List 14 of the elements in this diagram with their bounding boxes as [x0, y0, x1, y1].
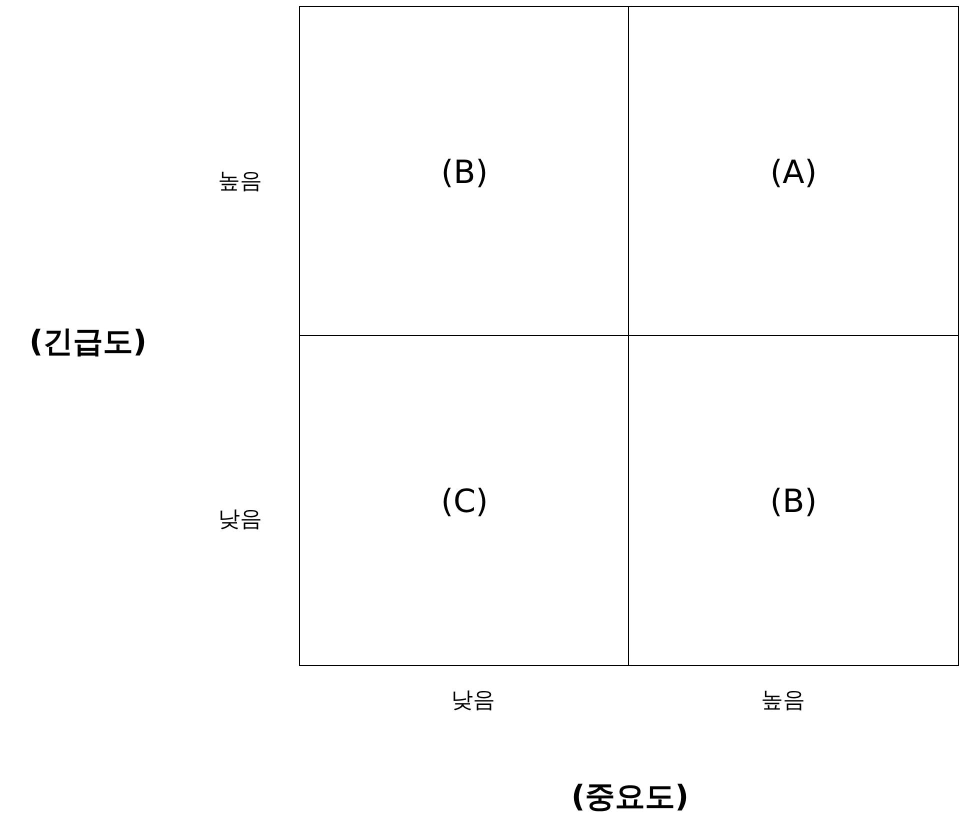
axis-title: (긴급도) — [29, 324, 147, 362]
axis-title: (중요도) — [571, 778, 689, 816]
quadrant-label: (C) — [440, 482, 488, 520]
axis-tick-label: 낮음 — [451, 687, 495, 715]
axis-tick-label: 높음 — [761, 687, 805, 715]
quadrant-label: (B) — [770, 482, 817, 520]
quadrant-label: (B) — [441, 152, 488, 190]
quadrant-label: (A) — [770, 152, 817, 190]
axis-tick-label: 낮음 — [218, 506, 262, 534]
matrix-quadrant — [299, 335, 630, 666]
matrix-quadrant — [299, 6, 630, 337]
matrix-quadrant — [628, 6, 959, 337]
axis-tick-label: 높음 — [218, 168, 262, 196]
matrix-quadrant — [628, 335, 959, 666]
